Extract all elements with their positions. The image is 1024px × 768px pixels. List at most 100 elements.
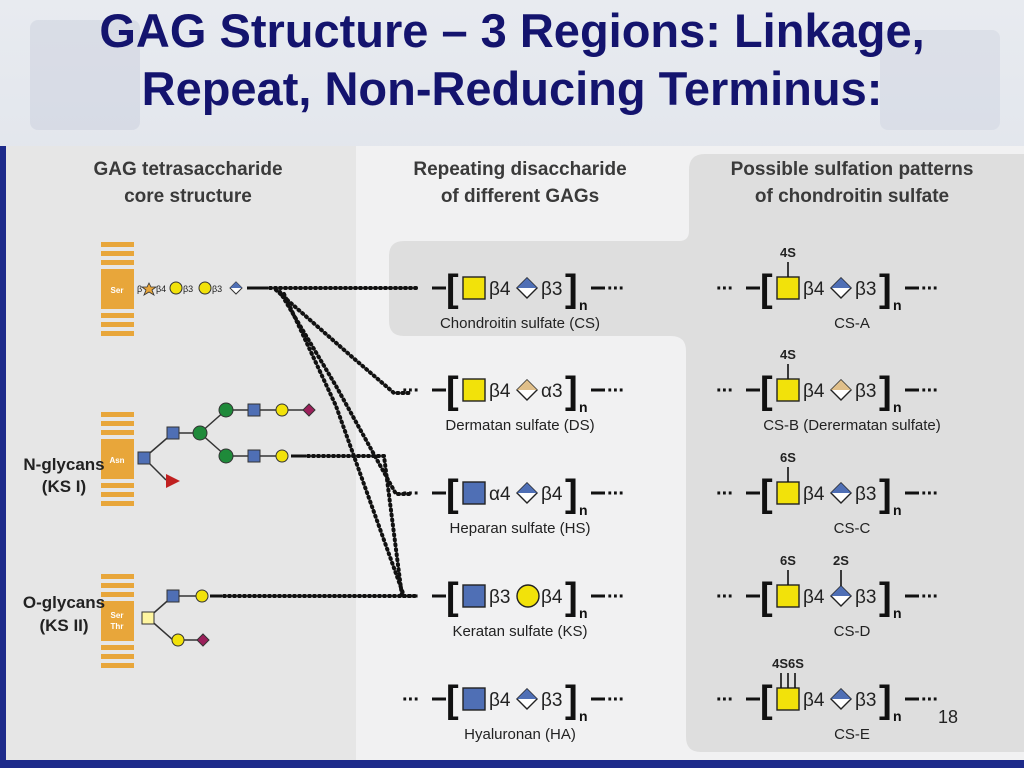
- galnac-square-icon: [776, 276, 800, 300]
- sulfation-header-line-1: Possible sulfation patterns: [731, 159, 974, 180]
- galactose-circle-icon: [275, 449, 289, 463]
- open-bracket: [: [446, 473, 459, 515]
- linkage-2-label: β3: [855, 484, 877, 505]
- right-chain-dots: ···: [607, 483, 624, 505]
- open-bracket: [: [760, 576, 773, 618]
- left-chain-dots: ···: [716, 278, 733, 300]
- o-glycans-label: O-glycans: [23, 593, 105, 612]
- open-bracket: [: [446, 268, 459, 310]
- left-chain-dots: ···: [402, 586, 419, 608]
- close-bracket: ]: [879, 473, 892, 515]
- galactose-circle-icon: [171, 633, 185, 647]
- repeat-count-n: n: [893, 502, 902, 518]
- gag-structure-figure: .hdr { font-family: "Liberation Sans", s…: [6, 146, 1024, 760]
- open-bracket: [: [760, 268, 773, 310]
- n-glycan-connector: [306, 454, 404, 598]
- iduronic-acid-diamond-icon-half: [831, 380, 851, 390]
- sialic-acid-diamond-icon: [302, 403, 316, 417]
- background-decoration: [30, 20, 140, 130]
- glucuronic-acid-diamond-icon-half: [831, 483, 851, 493]
- sulfation-caption-cs-d: CS-D: [834, 623, 871, 640]
- sulfation-caption-cs-b: CS-B (Derermatan sulfate): [763, 417, 941, 434]
- core-header-line-2: core structure: [124, 186, 252, 207]
- galnac-square-icon: [462, 276, 486, 300]
- close-bracket: ]: [879, 268, 892, 310]
- glucuronic-acid-diamond-icon-half: [517, 689, 537, 699]
- glcnac-square-icon: [166, 426, 180, 440]
- galactose-circle-icon: [516, 584, 540, 608]
- glcnac-square-icon: [462, 481, 486, 505]
- right-chain-dots: ···: [921, 483, 938, 505]
- iduronic-acid-diamond-icon-half: [517, 380, 537, 390]
- mannose-circle-icon: [218, 402, 234, 418]
- linkage-1-label: β4: [489, 690, 511, 711]
- left-chain-dots: ···: [716, 483, 733, 505]
- connector-to-hs: [278, 290, 412, 496]
- gag-diagram: .hdr { font-family: "Liberation Sans", s…: [6, 146, 1024, 760]
- glcnac-square-icon: [166, 589, 180, 603]
- glcnac-square-icon: [462, 584, 486, 608]
- sulfation-caption-cs-a: CS-A: [834, 315, 870, 332]
- glucuronic-acid-diamond-icon-half: [517, 278, 537, 288]
- galnac-square-icon: [776, 584, 800, 608]
- linkage-2-label: α3: [541, 381, 563, 402]
- ser-label: Ser: [111, 286, 124, 295]
- linkage-2-label: β3: [855, 690, 877, 711]
- core-column-background: [6, 146, 356, 760]
- linkage-2-label: β4: [541, 484, 563, 505]
- slide-frame-bottom: [0, 760, 1024, 768]
- fucose-triangle-icon: [166, 474, 180, 488]
- sulfation-caption-cs-c: CS-C: [834, 520, 871, 537]
- n-glycan-structure: Asn: [101, 402, 404, 598]
- linkage-beta-3: β3: [212, 284, 222, 294]
- repeat-count-n: n: [579, 297, 588, 313]
- mannose-circle-icon: [218, 448, 234, 464]
- repeat-count-n: n: [579, 605, 588, 621]
- linkage-1-label: β4: [803, 484, 825, 505]
- repeat-caption-ds: Dermatan sulfate (DS): [445, 417, 594, 434]
- repeat-count-n: n: [893, 297, 902, 313]
- repeat-count-n: n: [893, 605, 902, 621]
- sulfation-caption-cs-e: CS-E: [834, 726, 870, 743]
- repeat-caption-ks: Keratan sulfate (KS): [452, 623, 587, 640]
- sulfate-label-cs-b: 4S: [780, 347, 796, 362]
- glucuronic-acid-diamond-half: [230, 282, 242, 288]
- connector-to-ds: [274, 288, 412, 395]
- open-bracket: [: [446, 576, 459, 618]
- sulfate-label-cs-d: 6S: [780, 553, 796, 568]
- core-header-line-1: GAG tetrasaccharide: [93, 159, 282, 180]
- slide-number: 18: [938, 707, 959, 727]
- galnac-square-icon: [141, 611, 155, 625]
- glucuronic-acid-diamond-icon-half: [831, 278, 851, 288]
- left-chain-dots: ···: [402, 278, 419, 300]
- close-bracket: ]: [565, 370, 578, 412]
- repeat-count-n: n: [579, 708, 588, 724]
- open-bracket: [: [760, 473, 773, 515]
- open-bracket: [: [446, 679, 459, 721]
- linkage-1-label: β4: [803, 279, 825, 300]
- open-bracket: [: [446, 370, 459, 412]
- linkage-beta-3: β3: [183, 284, 193, 294]
- linkage-2-label: β3: [855, 381, 877, 402]
- glucuronic-acid-diamond-icon-half: [517, 483, 537, 493]
- sulfate-label-cs-e: 4S6S: [772, 656, 804, 671]
- left-chain-dots: ···: [402, 483, 419, 505]
- right-chain-dots: ···: [921, 586, 938, 608]
- linkage-2-label: β3: [541, 279, 563, 300]
- galactose-circle-icon: [195, 589, 209, 603]
- linkage-beta-4: β4: [156, 284, 166, 294]
- repeat-header-line-2: of different GAGs: [441, 186, 599, 207]
- linkage-1-label: β4: [803, 690, 825, 711]
- left-chain-dots: ···: [402, 380, 419, 402]
- close-bracket: ]: [565, 268, 578, 310]
- mannose-circle-icon: [192, 425, 208, 441]
- sulfate-label-cs-a: 4S: [780, 245, 796, 260]
- slide-title: GAG Structure – 3 Regions: Linkage, Repe…: [0, 2, 1024, 118]
- linkage-1-label: β4: [803, 587, 825, 608]
